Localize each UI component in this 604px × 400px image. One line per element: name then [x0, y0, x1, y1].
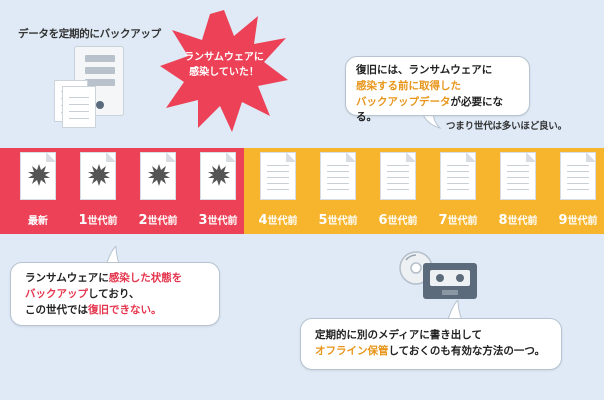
generation-label: 2世代前 [138, 213, 178, 228]
virus-icon [208, 164, 230, 186]
backup-file-icon [140, 152, 176, 200]
virus-icon [88, 164, 110, 186]
generation-label: 6世代前 [378, 213, 418, 228]
generation-note: つまり世代は多いほど良い。 [446, 121, 567, 132]
backup-file-icon [560, 152, 596, 200]
document-icon [62, 86, 96, 128]
generation-label: 4世代前 [258, 213, 298, 228]
backup-file-icon [320, 152, 356, 200]
safe-generations-band [244, 148, 604, 234]
virus-icon [28, 164, 50, 186]
alert-burst-text: ランサムウェアに 感染していた！ [184, 52, 264, 78]
generation-label: 1世代前 [78, 213, 118, 228]
generation-label: 最新 [28, 216, 48, 227]
backup-file-icon [260, 152, 296, 200]
tape-cartridge-icon [423, 263, 477, 299]
backup-file-icon [440, 152, 476, 200]
backup-caption: データを定期的にバックアップ [18, 28, 161, 40]
infected-backup-bubble: ランサムウェアに感染した状態を バックアップしており、 この世代では復旧できない… [10, 262, 220, 326]
bubble-tail [447, 300, 463, 320]
backup-file-icon [20, 152, 56, 200]
generation-label: 7世代前 [438, 213, 478, 228]
backup-file-icon [80, 152, 116, 200]
generation-label: 5世代前 [318, 213, 358, 228]
alert-burst-icon [160, 10, 288, 132]
generation-label: 3世代前 [198, 213, 238, 228]
recovery-bubble: 復旧には、ランサムウェアに 感染する前に取得した バックアップデータが必要になる… [345, 56, 530, 123]
offline-storage-bubble: 定期的に別のメディアに書き出して オフライン保管しておくのも有効な方法の一つ。 [300, 318, 562, 370]
generation-label: 9世代前 [558, 213, 598, 228]
virus-icon [148, 164, 170, 186]
backup-file-icon [200, 152, 236, 200]
generation-label: 8世代前 [498, 213, 538, 228]
backup-file-icon [500, 152, 536, 200]
backup-file-icon [380, 152, 416, 200]
